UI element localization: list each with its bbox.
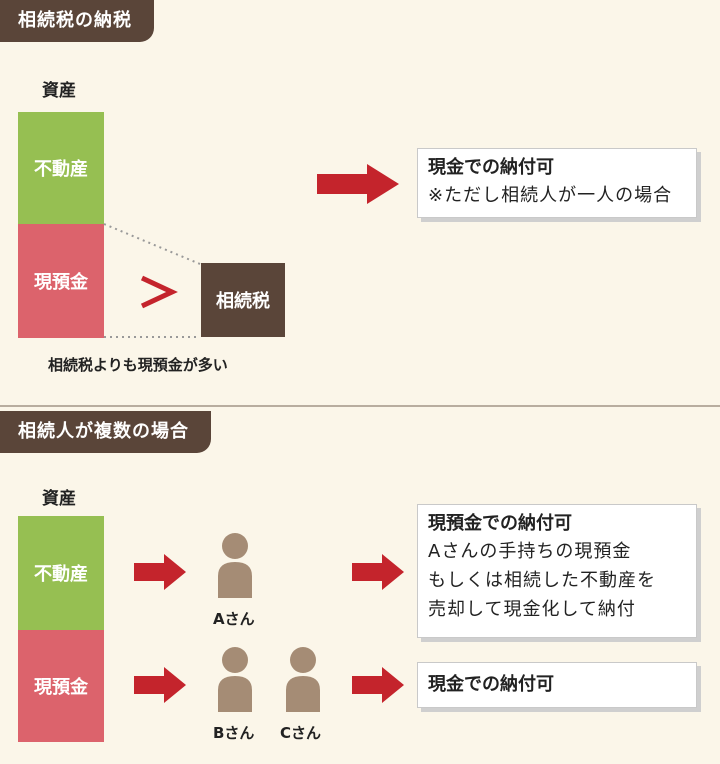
section2-cash-block: 現預金 [18,630,104,742]
section2-real-estate-block: 不動産 [18,516,104,630]
section2-note2-title: 現金での納付可 [428,674,554,695]
person-icon [218,533,252,598]
person-c-label: Cさん [280,724,322,742]
arrow-right-icon [134,667,186,703]
greater-than-icon [140,275,178,309]
arrow-right-icon [317,164,399,204]
section2-note1-line-3: 売却して現金化して納付 [428,599,636,620]
arrow-right-icon [352,667,404,703]
section1-tax-block: 相続税 [201,263,285,337]
section1-caption: 相続税よりも現預金が多い [48,356,228,374]
section2-note-2: 現金での納付可 [417,662,697,708]
section1-cash-block: 現預金 [18,224,104,338]
person-b-label: Bさん [213,724,255,742]
section1-asset-label: 資産 [42,81,76,101]
section1-title: 相続税の納税 [0,0,154,42]
section2-note1-line-2: もしくは相続した不動産を [428,570,656,591]
section2-note1-line-1: Aさんの手持ちの現預金 [428,541,632,562]
arrow-right-icon [352,554,404,590]
section1-note-title: 現金での納付可 [428,157,554,178]
section2-title: 相続人が複数の場合 [0,411,211,453]
section2-asset-label: 資産 [42,489,76,509]
person-icon [218,647,252,712]
section-divider [0,405,720,407]
arrow-right-icon [134,554,186,590]
section2-note-1: 現預金での納付可 Aさんの手持ちの現預金 もしくは相続した不動産を 売却して現金… [417,504,697,638]
section2-note1-title: 現預金での納付可 [428,513,572,534]
section1-note-body: ※ただし相続人が一人の場合 [428,185,673,206]
person-a-label: Aさん [213,610,255,628]
section1-real-estate-block: 不動産 [18,112,104,224]
person-icon [286,647,320,712]
section1-note: 現金での納付可 ※ただし相続人が一人の場合 [417,148,697,218]
